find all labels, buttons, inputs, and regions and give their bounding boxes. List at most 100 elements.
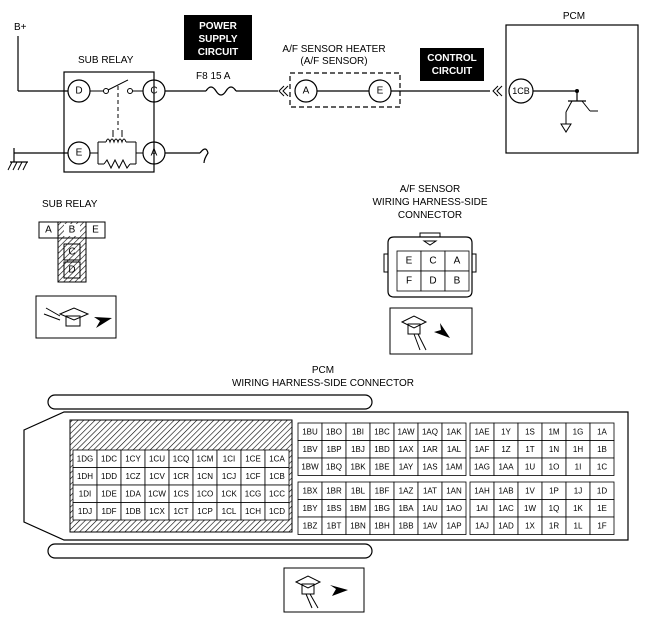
pcm-pin-1aq: 1AQ [417, 422, 443, 441]
pcm-pin-1cn: 1CN [192, 467, 218, 486]
svg-text:1V: 1V [525, 486, 535, 495]
pcm-pin-1bv: 1BV [297, 440, 323, 459]
pcm-pin-1de: 1DE [96, 484, 122, 503]
pcm-pin-1ap: 1AP [441, 516, 467, 535]
svg-text:SUPPLY: SUPPLY [198, 34, 237, 45]
svg-text:1DJ: 1DJ [78, 507, 92, 516]
svg-text:1X: 1X [525, 521, 535, 530]
svg-text:1CS: 1CS [173, 489, 189, 498]
svg-text:CONTROL: CONTROL [427, 53, 476, 64]
svg-text:1BN: 1BN [350, 521, 366, 530]
sub-relay-box [63, 71, 155, 173]
pcm-pin-1bj: 1BJ [345, 440, 371, 459]
af-pin-e: E [396, 250, 422, 272]
svg-text:1DA: 1DA [125, 489, 141, 498]
pcm-pin-1s: 1S [517, 422, 543, 441]
pcm-pin-1cm: 1CM [192, 449, 218, 468]
svg-text:1B: 1B [597, 445, 607, 454]
af-connector-title-1: A/F SENSOR [400, 184, 461, 195]
pcm-pin-1cg: 1CG [240, 484, 266, 503]
af-pin-a: A [444, 250, 470, 272]
svg-text:1T: 1T [525, 445, 534, 454]
pcm-pin-1aa: 1AA [493, 457, 519, 476]
svg-text:1AS: 1AS [422, 462, 437, 471]
pcm-pin-1bp: 1BP [321, 440, 347, 459]
pcm-pin-1dj: 1DJ [72, 502, 98, 521]
pcm-pin-1f: 1F [589, 516, 615, 535]
svg-text:1BR: 1BR [326, 486, 342, 495]
svg-text:1N: 1N [549, 445, 559, 454]
svg-text:1AI: 1AI [476, 504, 488, 513]
svg-text:1AL: 1AL [447, 445, 462, 454]
pcm-pin-1db: 1DB [120, 502, 146, 521]
pcm-pin-1co: 1CO [192, 484, 218, 503]
svg-text:1BV: 1BV [302, 445, 318, 454]
pcm-latch-bottom [47, 543, 373, 559]
pcm-pin-1a: 1A [589, 422, 615, 441]
svg-text:1CC: 1CC [269, 489, 285, 498]
svg-text:1CF: 1CF [245, 472, 260, 481]
svg-text:A: A [454, 256, 461, 267]
svg-text:1BT: 1BT [327, 521, 342, 530]
svg-text:1AD: 1AD [498, 521, 514, 530]
svg-text:1CR: 1CR [173, 472, 189, 481]
pcm-pin-1u: 1U [517, 457, 543, 476]
svg-text:1BY: 1BY [302, 504, 318, 513]
svg-text:D: D [429, 276, 436, 287]
schematic: B+ SUB RELAY D C E A [7, 11, 639, 173]
svg-text:1BX: 1BX [302, 486, 318, 495]
svg-text:1AU: 1AU [422, 504, 438, 513]
pcm-pin-1bl: 1BL [345, 481, 371, 500]
svg-text:1CY: 1CY [125, 454, 141, 463]
svg-text:1BD: 1BD [374, 445, 390, 454]
svg-text:1DH: 1DH [77, 472, 93, 481]
pcm-title: PCM [563, 11, 585, 22]
pcm-pin-1d: 1D [589, 481, 615, 500]
pcm-pin-1ar: 1AR [417, 440, 443, 459]
svg-text:1CK: 1CK [221, 489, 237, 498]
svg-text:1DC: 1DC [101, 454, 117, 463]
svg-text:1CB: 1CB [512, 86, 530, 96]
svg-text:1F: 1F [597, 521, 606, 530]
svg-text:E: E [92, 225, 99, 236]
svg-text:E: E [406, 256, 413, 267]
svg-text:1S: 1S [525, 427, 535, 436]
pcm-pin-1ay: 1AY [393, 457, 419, 476]
af-sensor-connector: A/F SENSOR WIRING HARNESS-SIDE CONNECTOR… [372, 184, 488, 355]
pcm-pin-1bc: 1BC [369, 422, 395, 441]
svg-text:1BH: 1BH [374, 521, 390, 530]
pcm-pin-1cd: 1CD [264, 502, 290, 521]
svg-text:1DF: 1DF [101, 507, 116, 516]
pcm-pin-1cs: 1CS [168, 484, 194, 503]
svg-text:1M: 1M [548, 427, 559, 436]
svg-text:1AY: 1AY [399, 462, 414, 471]
svg-text:1J: 1J [574, 486, 582, 495]
sub-relay-connector: SUB RELAY A B E C D [35, 199, 117, 339]
pcm-pin-1bs: 1BS [321, 499, 347, 518]
svg-text:C: C [429, 256, 436, 267]
svg-text:1E: 1E [597, 504, 607, 513]
sub-relay-pin-d: D [63, 261, 81, 279]
svg-text:1AO: 1AO [446, 504, 462, 513]
svg-text:1AG: 1AG [474, 462, 490, 471]
pcm-pin-1cw: 1CW [144, 484, 170, 503]
af-view-icon [389, 307, 473, 355]
pcm-pin-1ad: 1AD [493, 516, 519, 535]
svg-text:1Q: 1Q [549, 504, 560, 513]
control-circuit-tag [420, 48, 484, 81]
pcm-pin-1aj: 1AJ [469, 516, 495, 535]
pcm-pin-1bd: 1BD [369, 440, 395, 459]
svg-text:CIRCUIT: CIRCUIT [198, 47, 239, 58]
svg-text:1AX: 1AX [398, 445, 414, 454]
svg-text:1BS: 1BS [326, 504, 341, 513]
pcm-pin-1cj: 1CJ [216, 467, 242, 486]
svg-text:1BG: 1BG [374, 504, 390, 513]
pcm-pin-1ci: 1CI [216, 449, 242, 468]
svg-text:1CB: 1CB [269, 472, 285, 481]
af-connector-title-3: CONNECTOR [398, 210, 462, 221]
pcm-pin-1ai: 1AI [469, 499, 495, 518]
svg-text:1CL: 1CL [222, 507, 237, 516]
pcm-pin-1ba: 1BA [393, 499, 419, 518]
